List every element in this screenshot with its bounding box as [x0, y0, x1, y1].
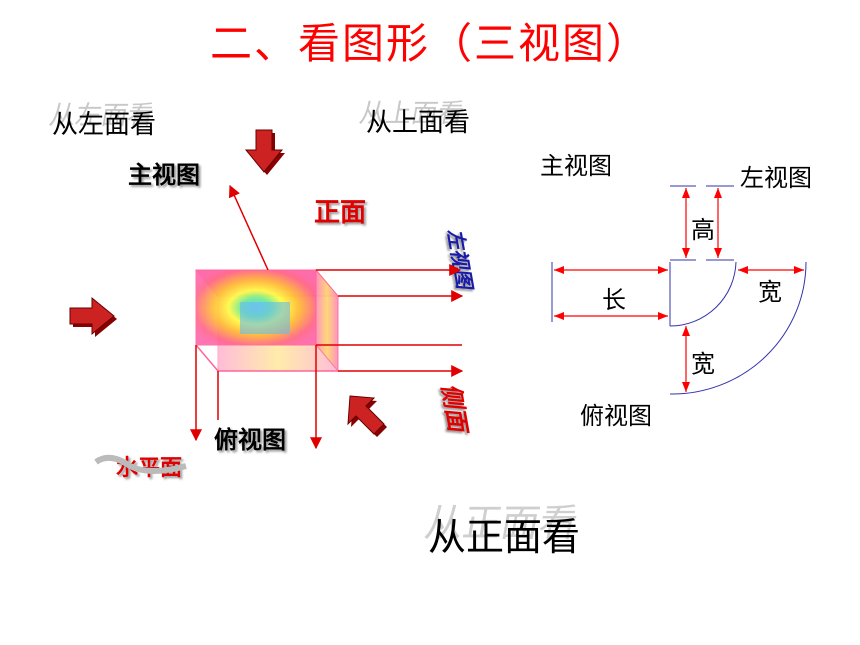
rd-width-side-label: 宽 — [758, 278, 782, 306]
box-edge — [195, 344, 219, 372]
front-face-label: 正面 — [314, 198, 367, 228]
arrow-down-icon — [244, 129, 285, 175]
rd-front-view-label: 主视图 — [540, 152, 612, 180]
from-left-label: 从左面看 — [52, 110, 157, 140]
rd-length-label: 长 — [602, 286, 626, 314]
inner-arc — [669, 261, 737, 327]
from-top-label: 从上面看 — [366, 108, 471, 138]
arrow-up-left-icon — [347, 395, 387, 437]
plane-swoosh — [94, 454, 187, 474]
outer-arc — [669, 261, 807, 395]
top-view-label: 俯视图 — [214, 426, 286, 454]
front-view-arrow — [228, 184, 269, 271]
rd-height-label: 高 — [691, 216, 715, 244]
three-view-layout-diagram — [551, 185, 807, 395]
rd-top-view-label: 俯视图 — [580, 402, 652, 430]
arrow-right-icon — [69, 296, 117, 337]
rd-side-view-label: 左视图 — [740, 164, 812, 192]
front-view-label: 主视图 — [128, 161, 200, 189]
rd-width-top-label: 宽 — [691, 350, 715, 378]
page-title: 二、看图形（三视图） — [209, 19, 650, 68]
from-front-label: 从正面看 — [428, 515, 581, 559]
box-center — [240, 302, 290, 334]
